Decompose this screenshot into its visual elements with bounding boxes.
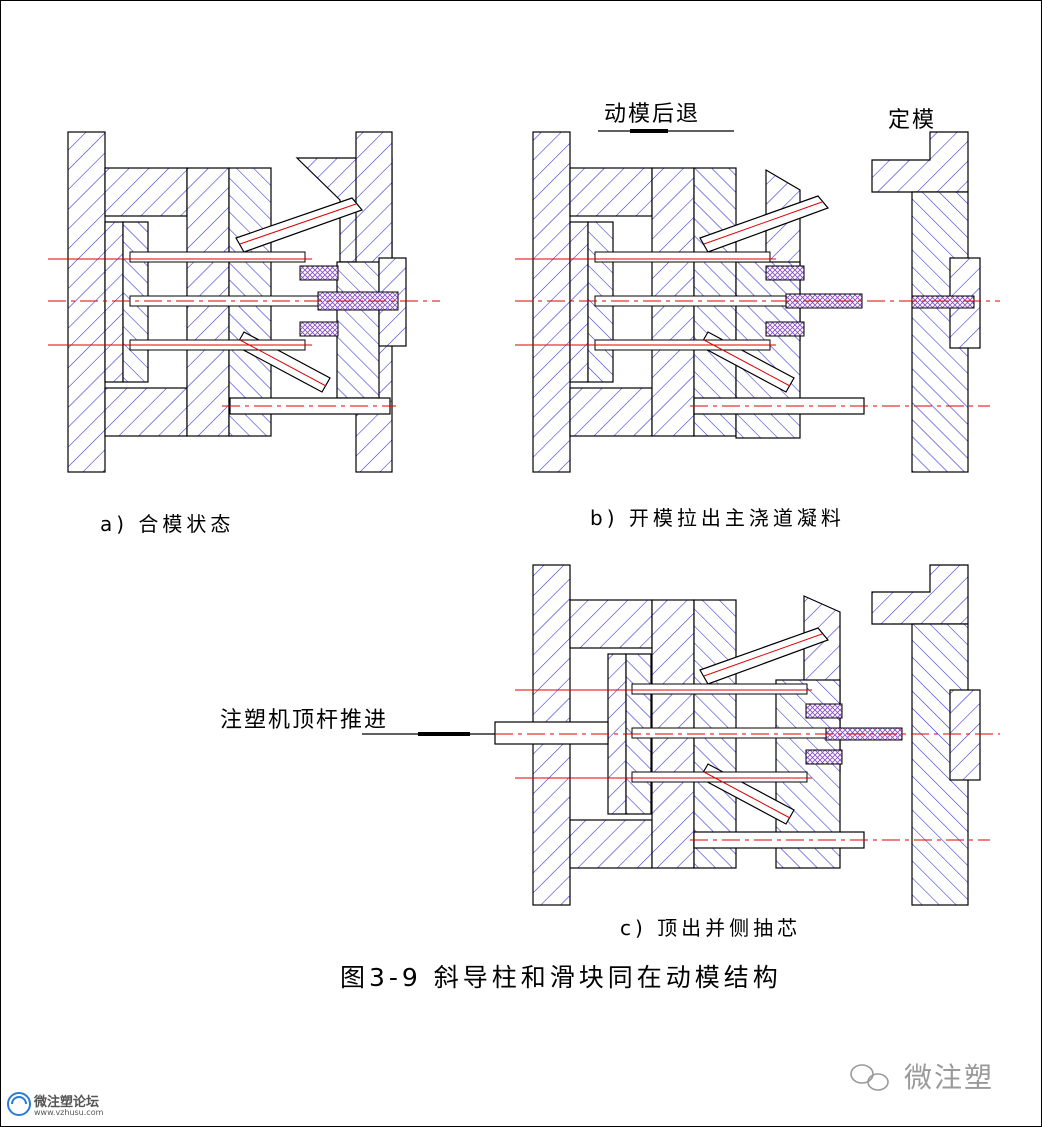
caption-c: c) 顶出并侧抽芯 xyxy=(620,916,802,940)
support-plate-top xyxy=(104,167,188,217)
ejector-retainer-b xyxy=(569,221,589,383)
runner-plastic-down xyxy=(299,321,339,337)
support-plate-top-b xyxy=(569,167,653,217)
locating-ring xyxy=(378,257,407,347)
wechat-icon xyxy=(850,1064,889,1091)
caption-a: a) 合模状态 xyxy=(100,512,235,536)
ejector-pin-2-c xyxy=(631,727,828,739)
cavity-plate xyxy=(336,261,380,399)
runner-plastic-b-down xyxy=(765,321,805,337)
clamp-plate-b xyxy=(532,131,571,473)
support-plate-bottom-b xyxy=(569,387,653,437)
ejector-pin-1 xyxy=(129,251,306,263)
runner-plastic-c-up xyxy=(805,703,843,719)
runner-plastic-up xyxy=(299,265,339,281)
watermark-left-url: www.vzhusu.com xyxy=(34,1108,104,1117)
caption-b: b) 开模拉出主浇道凝料 xyxy=(590,506,845,530)
fixed-half-b xyxy=(871,131,969,193)
fixed-insert-c xyxy=(949,689,981,781)
watermark-right: 微注塑 xyxy=(904,1061,995,1094)
fixed-half-c xyxy=(871,564,969,625)
clamp-plate xyxy=(67,131,106,473)
label-push-rod: 注塑机顶杆推进 xyxy=(220,708,389,733)
ejector-retainer xyxy=(104,221,124,383)
angle-pin-upper xyxy=(235,197,364,253)
knockout-rod xyxy=(494,721,609,745)
angle-pin-upper-c xyxy=(699,627,830,685)
view-a-closed xyxy=(48,131,440,473)
support-plate-bottom-c xyxy=(569,819,653,869)
label-fixed-mold: 定模 xyxy=(888,108,937,133)
watermark-left-cn: 微注塑论坛 xyxy=(34,1095,100,1110)
view-c-ejected xyxy=(362,564,1000,906)
ejector-pin-1-c xyxy=(631,683,808,695)
forum-logo-icon xyxy=(7,1092,31,1116)
ejector-pin-3-c xyxy=(631,771,808,783)
support-plate-bottom xyxy=(104,387,188,437)
angle-pin-upper-b xyxy=(699,195,830,253)
figure-title: 图3-9 斜导柱和滑块同在动模结构 xyxy=(340,963,782,992)
runner-plastic-c-down xyxy=(805,749,843,765)
view-b-open xyxy=(515,129,1000,473)
label-moving-back: 动模后退 xyxy=(604,102,701,127)
support-plate-top-c xyxy=(569,599,653,649)
fixed-sprue-b xyxy=(911,295,975,309)
runner-plastic-b-up xyxy=(765,265,805,281)
ejector-pin-1-b xyxy=(594,251,771,263)
